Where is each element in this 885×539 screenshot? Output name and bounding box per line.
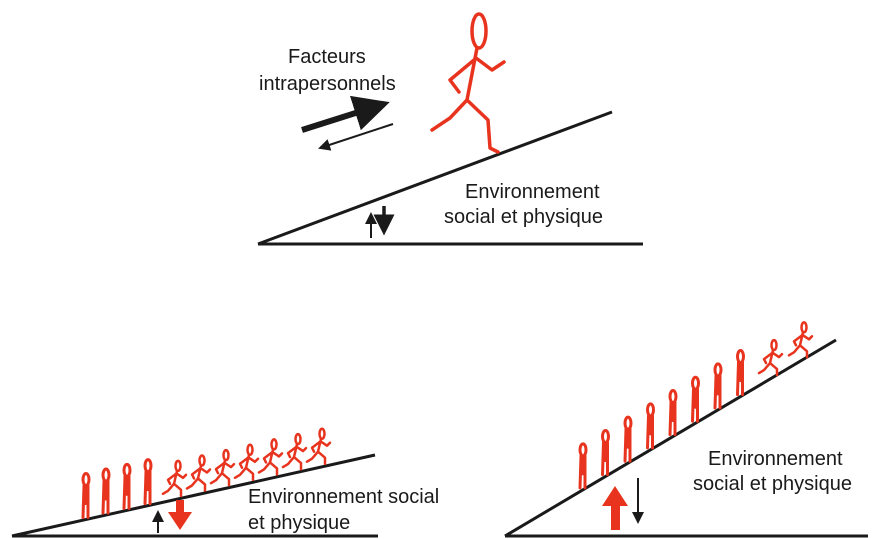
br-figures	[578, 321, 814, 490]
large-running-figure	[430, 12, 506, 154]
br-slope-line	[504, 338, 837, 538]
bl-slope-line	[11, 453, 376, 538]
bl-figures	[81, 427, 332, 519]
thin-down-slope-arrow	[318, 123, 394, 151]
running-figure	[257, 438, 284, 476]
standing-figure	[713, 362, 723, 410]
br-environment-line1: Environnement	[708, 448, 843, 470]
br-environment-line2: social et physique	[693, 473, 852, 495]
factors-label-line2: intrapersonnels	[259, 73, 396, 95]
standing-figure	[143, 458, 153, 506]
top-slope-line	[257, 110, 613, 246]
standing-figure	[122, 462, 132, 510]
top-environment-line2: social et physique	[444, 206, 603, 228]
standing-figure	[736, 349, 745, 397]
running-figure	[209, 448, 236, 487]
standing-figure	[81, 471, 91, 519]
standing-figure	[601, 428, 610, 476]
top-panel: Facteurs intrapersonnels Environnement s…	[257, 12, 643, 246]
standing-figure	[691, 375, 700, 423]
running-figure	[233, 443, 260, 482]
running-figure	[185, 454, 212, 492]
running-figure	[787, 321, 814, 359]
factors-label-line1: Facteurs	[288, 46, 366, 68]
bl-red-down-arrow	[168, 500, 192, 530]
bl-environment-line2: et physique	[248, 512, 350, 534]
running-figure	[305, 427, 332, 465]
bottom-left-panel: Environnement social et physique	[11, 427, 439, 538]
standing-figure	[101, 467, 111, 515]
standing-figure	[623, 415, 633, 463]
running-figure	[757, 338, 784, 377]
standing-figure	[578, 442, 588, 490]
standing-figure	[668, 389, 678, 437]
standing-figure	[646, 402, 655, 450]
br-red-up-arrow	[602, 486, 628, 530]
running-figure	[281, 432, 308, 471]
bl-environment-line1: Environnement social	[248, 486, 439, 508]
top-environment-line1: Environnement	[465, 181, 600, 203]
running-figure	[161, 459, 188, 498]
thick-up-slope-arrow	[301, 95, 390, 133]
bottom-right-panel: Environnement social et physique	[504, 321, 868, 538]
